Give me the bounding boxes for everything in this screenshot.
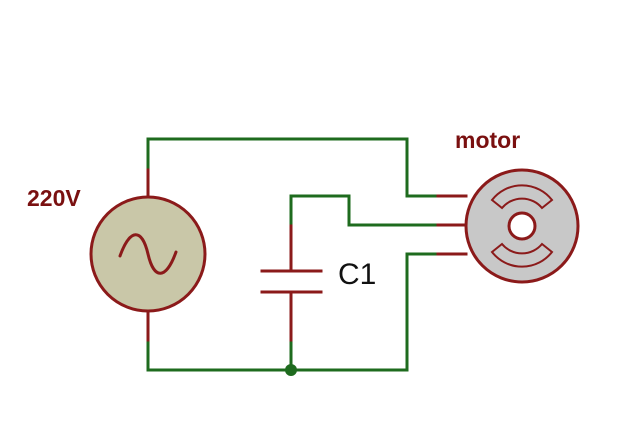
junction-dot — [285, 364, 297, 376]
wire-bottom-loop — [146, 252, 440, 372]
wire-top-loop — [146, 137, 440, 198]
motor-label: motor — [455, 127, 520, 153]
ac-source — [89, 168, 207, 342]
capacitor-c1 — [260, 224, 323, 342]
motor-shaft — [507, 211, 537, 241]
source-voltage-label: 220V — [27, 185, 81, 211]
sine-wave-icon — [118, 233, 178, 275]
wire-capacitor-to-motor — [289, 194, 440, 228]
capacitor-label: C1 — [338, 258, 376, 291]
motor — [436, 168, 580, 284]
wires — [146, 137, 440, 376]
motor-brush-bottom — [490, 242, 554, 268]
motor-brush-top — [490, 184, 554, 210]
